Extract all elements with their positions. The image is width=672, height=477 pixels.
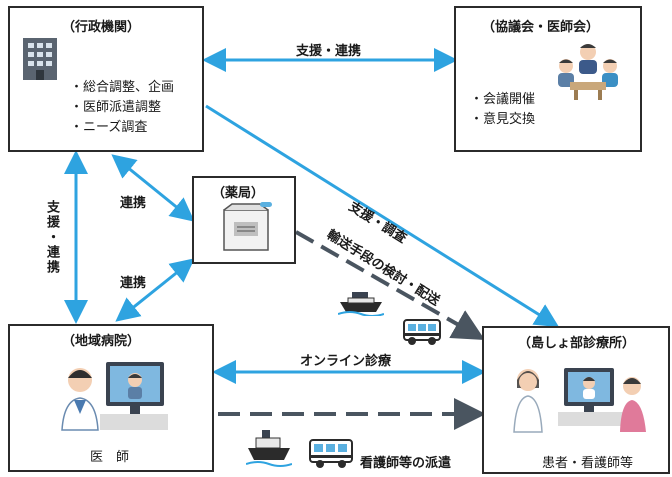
pharmacy-title: （薬局）: [212, 186, 265, 201]
doctor-computer-icon: [61, 362, 168, 431]
patient-computer-icon: [513, 368, 646, 433]
council-item-1: ・会議開催: [470, 92, 536, 107]
gov-item-2: ・医師派遣調整: [70, 100, 162, 115]
bus-icon-2: [309, 439, 353, 468]
clinic-box: （島しょ部診療所） 患者・看護師等: [482, 326, 670, 474]
hospital-title: （地域病院）: [62, 334, 141, 349]
council-item-2: ・意見交換: [470, 112, 536, 127]
building-icon: [23, 38, 57, 80]
gov-item-3: ・ニーズ調査: [70, 120, 148, 135]
ferry-icon: [338, 292, 384, 316]
arrow-pharmacy-clinic: [295, 230, 485, 340]
medicine-bag-icon: [223, 202, 272, 251]
gov-title: （行政機関）: [62, 20, 141, 35]
meeting-people-icon: [558, 44, 618, 100]
ferry-icon-2: [246, 430, 292, 467]
clinic-caption: 患者・看護師等: [542, 456, 634, 471]
council-title: （協議会・医師会）: [482, 20, 600, 35]
bus-icon: [403, 319, 441, 345]
hospital-box: （地域病院） 医 師: [8, 324, 214, 472]
pharmacy-box: （薬局）: [192, 176, 296, 264]
label-gov-council: 支援・連携: [296, 44, 362, 59]
arrow-gov-clinic: [205, 104, 560, 328]
gov-box: （行政機関） ・総合調整、企画 ・医師派遣調整 ・ニーズ調査: [8, 6, 204, 152]
label-gov-hospital: 支援・連携: [44, 200, 59, 275]
arrow-gov-pharmacy: [111, 154, 195, 222]
gov-item-1: ・総合調整、企画: [70, 80, 175, 95]
label-hospital-pharmacy: 連携: [120, 276, 147, 291]
arrow-hospital-pharmacy: [115, 258, 195, 322]
clinic-title: （島しょ部診療所）: [518, 336, 636, 351]
label-dispatch: 看護師等の派遣: [360, 456, 452, 471]
label-gov-pharmacy: 連携: [120, 196, 147, 211]
council-box: （協議会・医師会） ・会議開催 ・意見交換: [454, 6, 642, 152]
label-online: オンライン診療: [300, 354, 392, 369]
hospital-caption: 医 師: [90, 450, 130, 465]
